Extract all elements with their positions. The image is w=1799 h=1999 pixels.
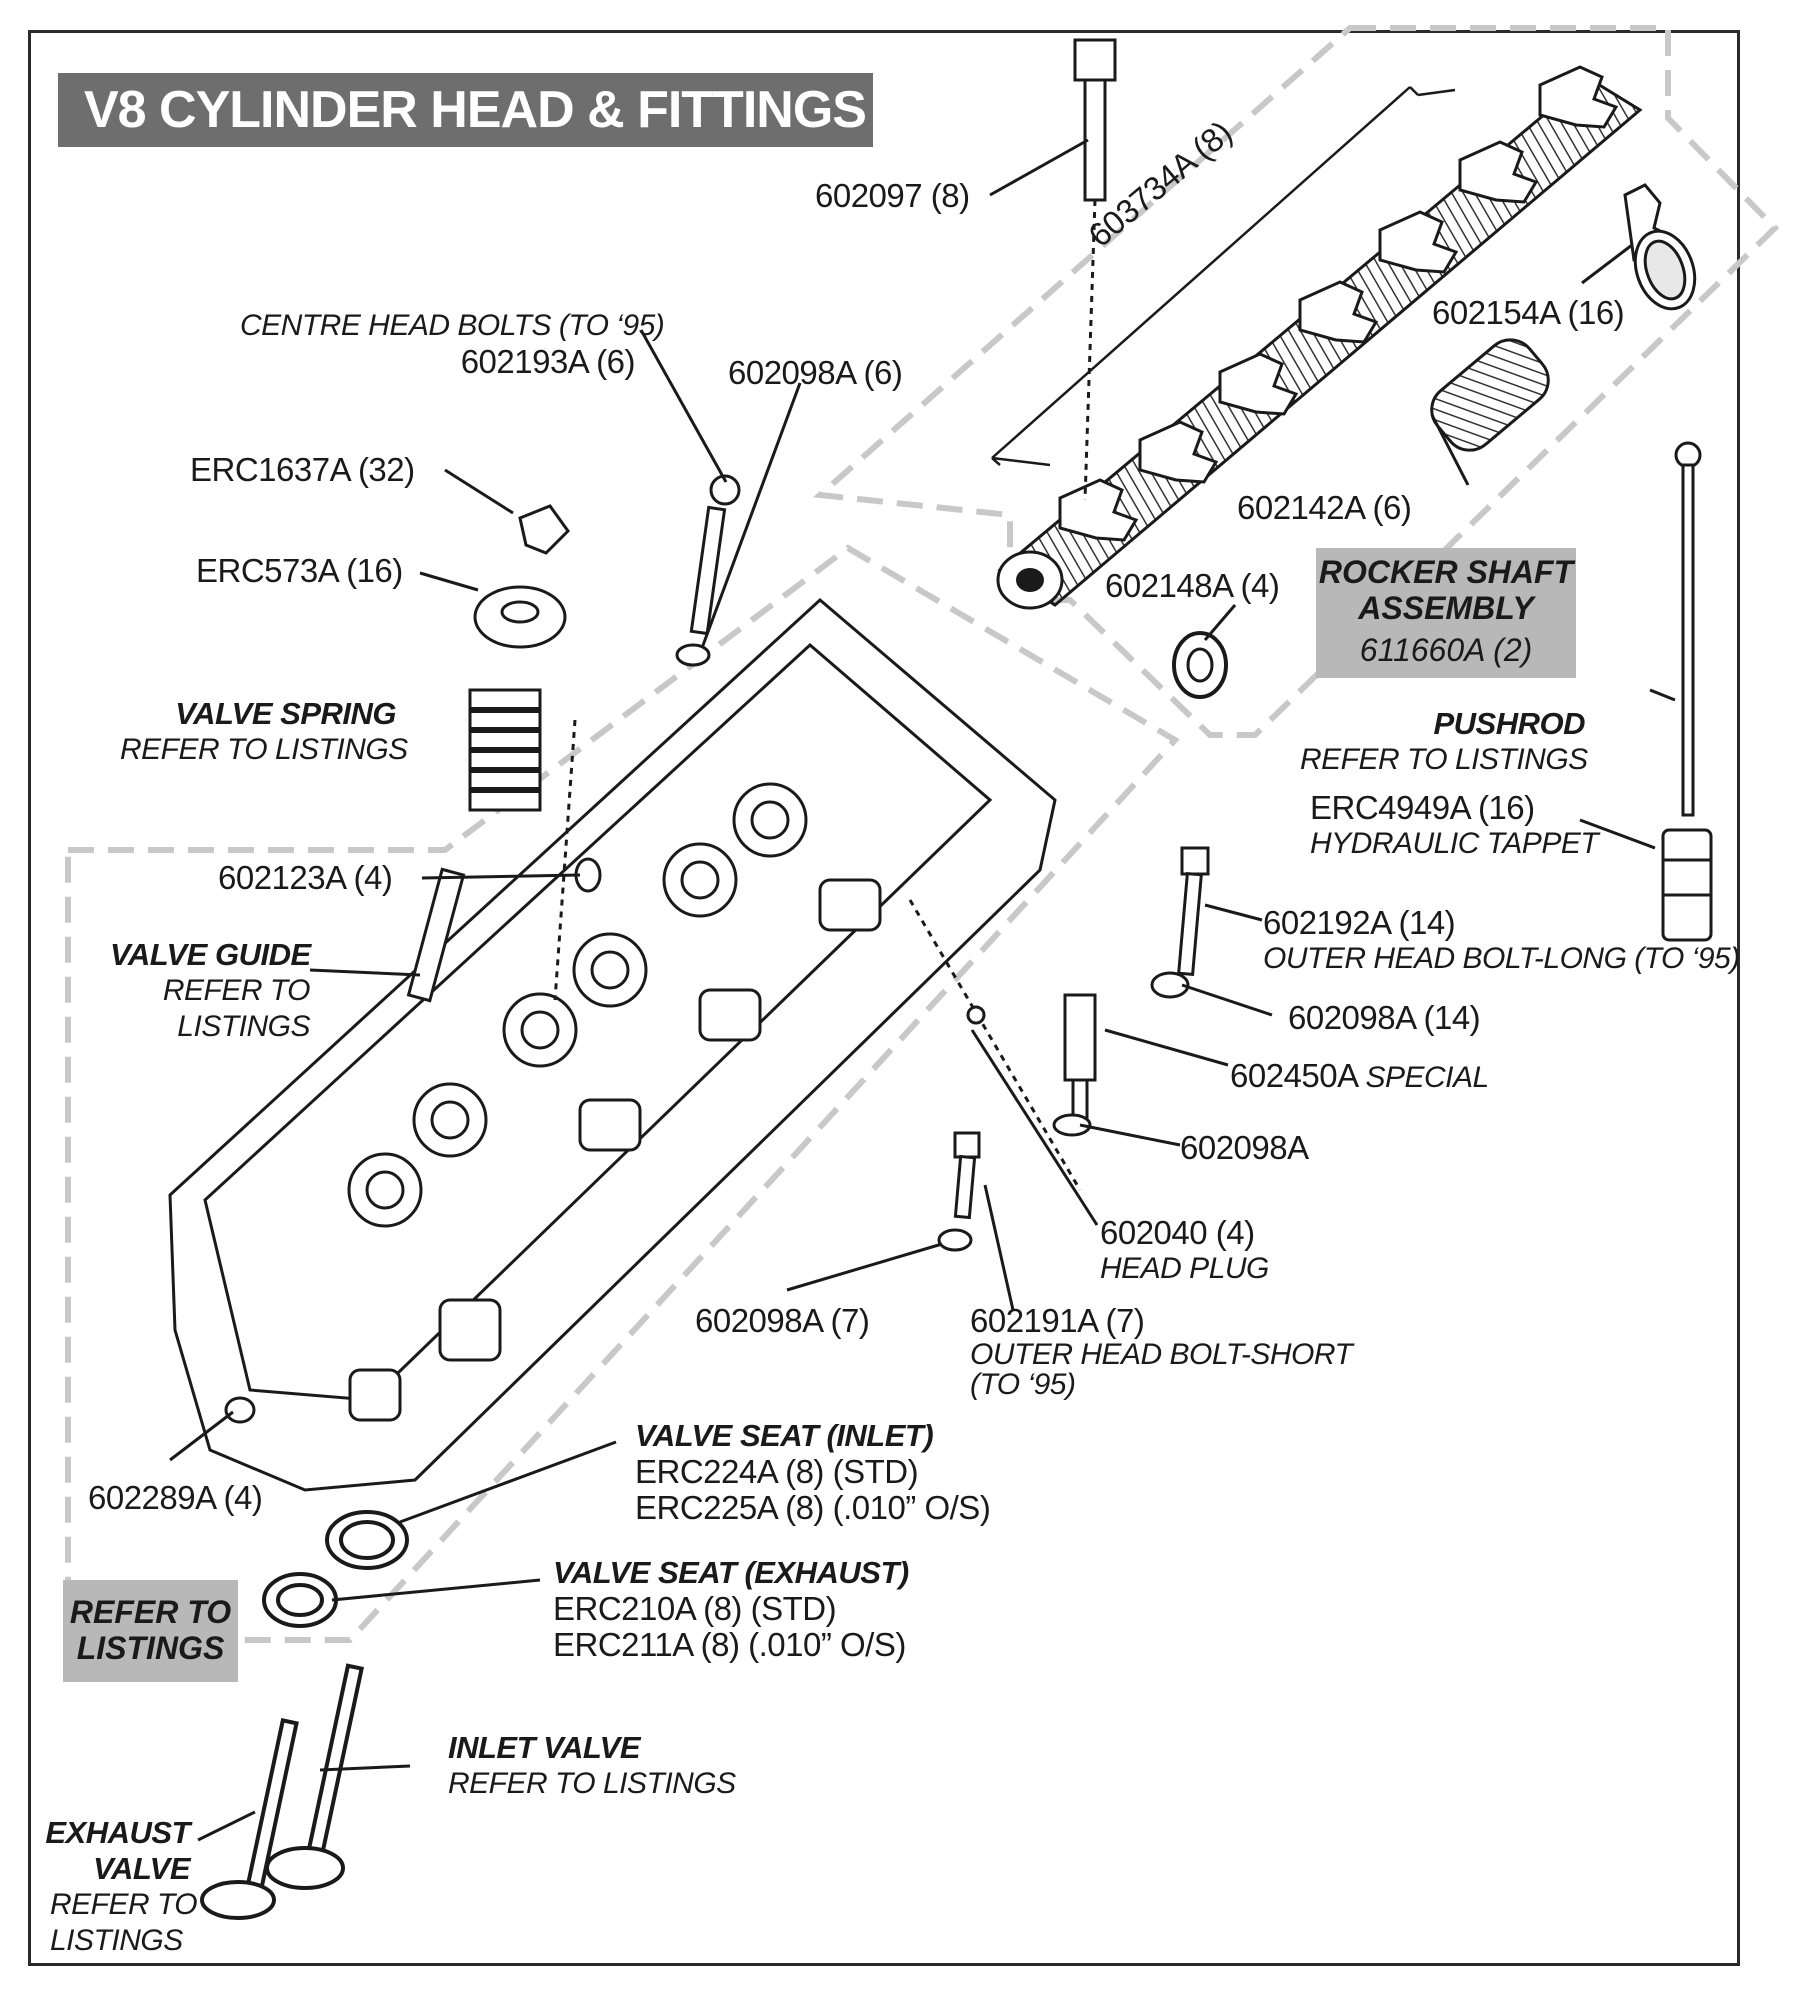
rocker-arm-part xyxy=(1623,183,1697,311)
stud-602450a-part: 602450A xyxy=(1230,1057,1357,1094)
diagram-frame xyxy=(28,30,1740,1966)
label-602123a: 602123A (4) xyxy=(218,859,393,896)
tappet-note: HYDRAULIC TAPPET xyxy=(1310,827,1599,860)
label-valve-spring: VALVE SPRING REFER TO LISTINGS xyxy=(120,696,408,768)
rocker-group-outline xyxy=(812,25,1780,738)
seat-exhaust-std: ERC210A (8) (STD) xyxy=(553,1590,837,1627)
label-pushrod: PUSHROD REFER TO LISTINGS xyxy=(1300,706,1588,778)
pushrod-note: REFER TO LISTINGS xyxy=(1300,743,1588,776)
label-valve-seat-exhaust: VALVE SEAT (EXHAUST) ERC210A (8) (STD) E… xyxy=(553,1555,909,1663)
seat-inlet-title: VALVE SEAT (INLET) xyxy=(635,1418,934,1453)
exhaust-valve-note-2: LISTINGS xyxy=(50,1924,183,1957)
page-title: V8 CYLINDER HEAD & FITTINGS xyxy=(58,73,873,147)
outer-bolt-short-part: 602191A (7) xyxy=(970,1302,1145,1339)
valve-spring-note: REFER TO LISTINGS xyxy=(120,733,408,766)
pushrod-part xyxy=(1661,441,1713,942)
seat-exhaust-os: ERC211A (8) (.010” O/S) xyxy=(553,1626,906,1663)
label-602154a: 602154A (16) xyxy=(1432,294,1625,331)
label-602192a: 602192A (14) OUTER HEAD BOLT-LONG (TO ‘9… xyxy=(1263,905,1740,977)
inlet-valve-note: REFER TO LISTINGS xyxy=(448,1767,736,1800)
rocker-shaft-assembly-box: ROCKER SHAFT ASSEMBLY 611660A (2) xyxy=(1316,548,1576,678)
seat-inlet-os: ERC225A (8) (.010” O/S) xyxy=(635,1489,991,1526)
valve-seats-and-valves xyxy=(200,1510,409,1920)
rocker-shaft-bracket xyxy=(991,86,1456,467)
rocker-box-line1: ROCKER SHAFT xyxy=(1318,554,1574,590)
rocker-spring-part xyxy=(1430,338,1550,452)
valve-spring-title: VALVE SPRING xyxy=(175,696,396,731)
outer-bolt-long-part: 602192A (14) xyxy=(1263,904,1456,941)
refer-box-line1: REFER TO xyxy=(69,1594,232,1630)
tappet-part: ERC4949A (16) xyxy=(1310,789,1535,826)
seat-inlet-std: ERC224A (8) (STD) xyxy=(635,1453,919,1490)
label-centre-head-bolts: CENTRE HEAD BOLTS (TO ‘95) 602193A (6) xyxy=(240,308,665,380)
label-exhaust-valve: EXHAUST VALVE xyxy=(40,1815,190,1887)
label-valve-guide: VALVE GUIDE REFER TO LISTINGS xyxy=(110,937,311,1045)
valve-guide-title: VALVE GUIDE xyxy=(110,937,311,972)
label-erc573a: ERC573A (16) xyxy=(196,552,403,589)
label-valve-seat-inlet: VALVE SEAT (INLET) ERC224A (8) (STD) ERC… xyxy=(635,1418,991,1526)
label-602450a: 602450A SPECIAL xyxy=(1230,1058,1489,1096)
exhaust-valve-title-2: VALVE xyxy=(93,1851,190,1886)
stud-602450a-note: SPECIAL xyxy=(1365,1061,1489,1094)
rocker-washer-part xyxy=(1172,631,1228,699)
plug-602040-note: HEAD PLUG xyxy=(1100,1252,1269,1285)
refer-box-line2: LISTINGS xyxy=(76,1630,225,1666)
outer-bolt-short-note-1: OUTER HEAD BOLT-SHORT xyxy=(970,1338,1353,1371)
inlet-valve-title: INLET VALVE xyxy=(448,1730,641,1765)
outer-bolt-long-note: OUTER HEAD BOLT-LONG (TO ‘95) xyxy=(1263,942,1740,975)
label-602098a-7: 602098A (7) xyxy=(695,1302,870,1339)
cylinder-head-drawing xyxy=(168,597,1082,1492)
label-602098a: 602098A xyxy=(1180,1129,1309,1166)
label-inlet-valve: INLET VALVE REFER TO LISTINGS xyxy=(448,1730,736,1802)
plug-602040-part: 602040 (4) xyxy=(1100,1214,1255,1251)
seat-exhaust-title: VALVE SEAT (EXHAUST) xyxy=(553,1555,909,1590)
head-bolts-parts xyxy=(224,474,1210,1424)
label-602097: 602097 (8) xyxy=(815,177,970,214)
label-602148a: 602148A (4) xyxy=(1105,567,1280,604)
pushrod-title: PUSHROD xyxy=(1433,706,1585,741)
centre-head-bolts-part: 602193A (6) xyxy=(460,343,636,380)
label-erc1637a: ERC1637A (32) xyxy=(190,451,415,488)
rocker-box-line2: ASSEMBLY xyxy=(1358,590,1534,626)
rocker-box-part: 611660A (2) xyxy=(1359,632,1533,668)
refer-to-listings-box: REFER TO LISTINGS xyxy=(63,1580,238,1682)
outer-bolt-short-note-2: (TO ‘95) xyxy=(970,1368,1076,1401)
label-602289a: 602289A (4) xyxy=(88,1479,263,1516)
exhaust-valve-title-1: EXHAUST xyxy=(45,1815,190,1850)
label-602040: 602040 (4) HEAD PLUG xyxy=(1100,1215,1269,1287)
label-602098a-6: 602098A (6) xyxy=(728,354,903,391)
label-602191a: 602191A (7) OUTER HEAD BOLT-SHORT (TO ‘9… xyxy=(970,1302,1353,1401)
exhaust-valve-note-1: REFER TO xyxy=(50,1888,198,1921)
rocker-shaft-drawing xyxy=(996,65,1643,610)
valve-guide-note-2: LISTINGS xyxy=(177,1010,310,1043)
label-erc4949a: ERC4949A (16) HYDRAULIC TAPPET xyxy=(1310,789,1599,862)
centre-head-bolts-note: CENTRE HEAD BOLTS (TO ‘95) xyxy=(240,309,665,342)
label-602098a-14: 602098A (14) xyxy=(1288,999,1481,1036)
label-exhaust-valve-note: REFER TO LISTINGS xyxy=(50,1887,198,1959)
valve-train-parts xyxy=(468,504,570,812)
rocker-bolt-part xyxy=(1073,38,1117,501)
label-602142a: 602142A (6) xyxy=(1237,489,1412,526)
leader-lines xyxy=(169,138,1676,1842)
valve-guide-note-1: REFER TO xyxy=(162,974,311,1007)
